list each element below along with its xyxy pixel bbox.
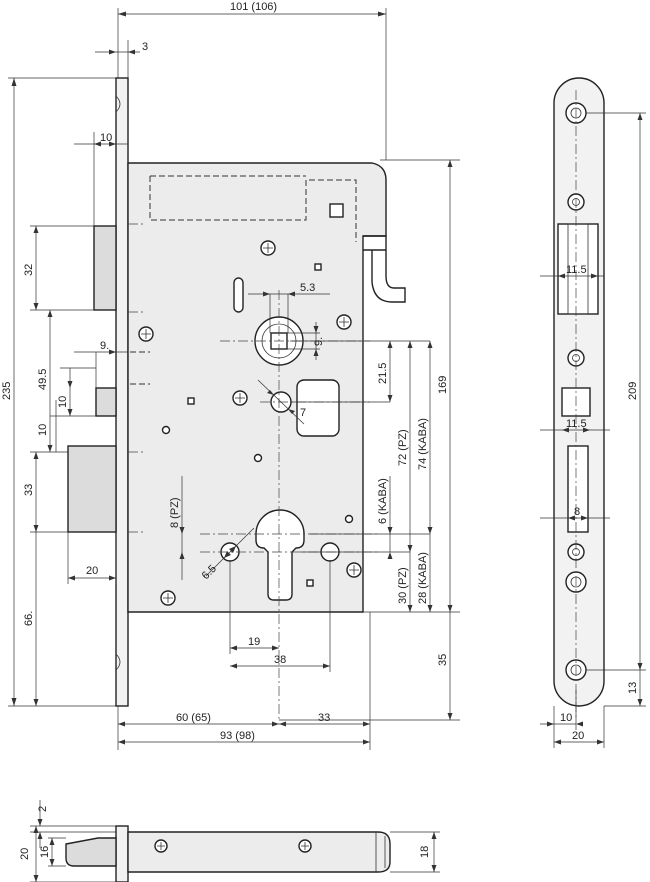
fp-eight: 8 [574, 506, 580, 518]
fp-height: 209 [627, 382, 639, 400]
dim-screw-spacing: 19 [248, 636, 260, 648]
small-bolt [95, 387, 117, 417]
bottom-case [127, 831, 391, 873]
dim-nine: 9. [100, 340, 109, 352]
fp-centre: 10 [560, 712, 572, 724]
lever-tail [363, 235, 406, 303]
dim-ten-b: 10 [37, 424, 49, 436]
cutout [296, 379, 340, 437]
bv-total-height: 20 [19, 848, 31, 860]
dim-latch-height: 32 [23, 264, 35, 276]
faceplate-labels: 11.5 11.5 8 209 13 10 20 [560, 264, 639, 742]
faceplate-bolt-opening [567, 445, 589, 533]
dim-handle-cyl-kaba: 74 (KABA) [417, 418, 429, 470]
bv-thickness-top: 2 [37, 806, 49, 812]
dim-follower-width: 5.3 [300, 282, 315, 294]
dead-bolt [67, 445, 117, 533]
front-view [8, 8, 460, 750]
bottom-view-labels: 2 20 16 18 [19, 806, 431, 860]
dim-to-body-top: 169 [437, 376, 449, 394]
dim-cyl-bottom-kaba: 28 (KABA) [417, 552, 429, 604]
case-square [329, 203, 344, 218]
faceplate-view [540, 77, 646, 748]
front-faceplate [115, 77, 129, 707]
bottom-view [30, 800, 440, 882]
front-view-labels: 101 (106) 3 10 235 32 49.5 9. 10 10 33 6… [1, 1, 449, 742]
dim-deadbolt-height: 33 [23, 484, 35, 496]
dim-hole-diameter: 7 [300, 407, 306, 419]
dim-backset: 60 (65) [176, 712, 211, 724]
dim-to-handle: 49.5 [37, 369, 49, 390]
case-screws [138, 240, 362, 606]
dim-screw-span: 38 [274, 654, 286, 666]
dim-follower-square: 9. [313, 337, 325, 346]
dim-handle-cyl-pz: 72 (PZ) [397, 429, 409, 466]
bv-inner-height: 16 [39, 846, 51, 858]
dim-cyl-to-edge: 33 [318, 712, 330, 724]
dim-kaba-offset: 6 (KABA) [377, 478, 389, 524]
dim-follower-offset: 21.5 [377, 363, 389, 384]
cylinder-hole [255, 509, 305, 601]
dim-plate-offset: 10 [100, 132, 112, 144]
bv-body-thickness: 18 [419, 846, 431, 858]
fp-screw-offset: 13 [627, 682, 639, 694]
fp-bolt-width: 11.5 [566, 418, 587, 430]
fp-latch-width: 11.5 [566, 264, 587, 276]
lock-case [127, 162, 387, 613]
dim-cyl-bottom-pz: 30 (PZ) [397, 567, 409, 604]
bottom-latch [65, 837, 117, 867]
dim-bottom-gap: 35 [437, 654, 449, 666]
latch-bolt [93, 225, 117, 311]
dim-plate-thickness: 3 [142, 41, 148, 53]
dim-total-height: 235 [1, 382, 13, 400]
dim-body-width: 93 (98) [220, 730, 255, 742]
dim-ten-a: 10 [57, 396, 69, 408]
dim-pz-offset: 8 (PZ) [169, 497, 181, 528]
dim-lower: 66. [23, 611, 35, 626]
fp-width: 20 [572, 730, 584, 742]
dim-overall-width: 101 (106) [230, 1, 277, 13]
bottom-faceplate [115, 825, 129, 882]
dim-deadbolt-throw: 20 [86, 565, 98, 577]
